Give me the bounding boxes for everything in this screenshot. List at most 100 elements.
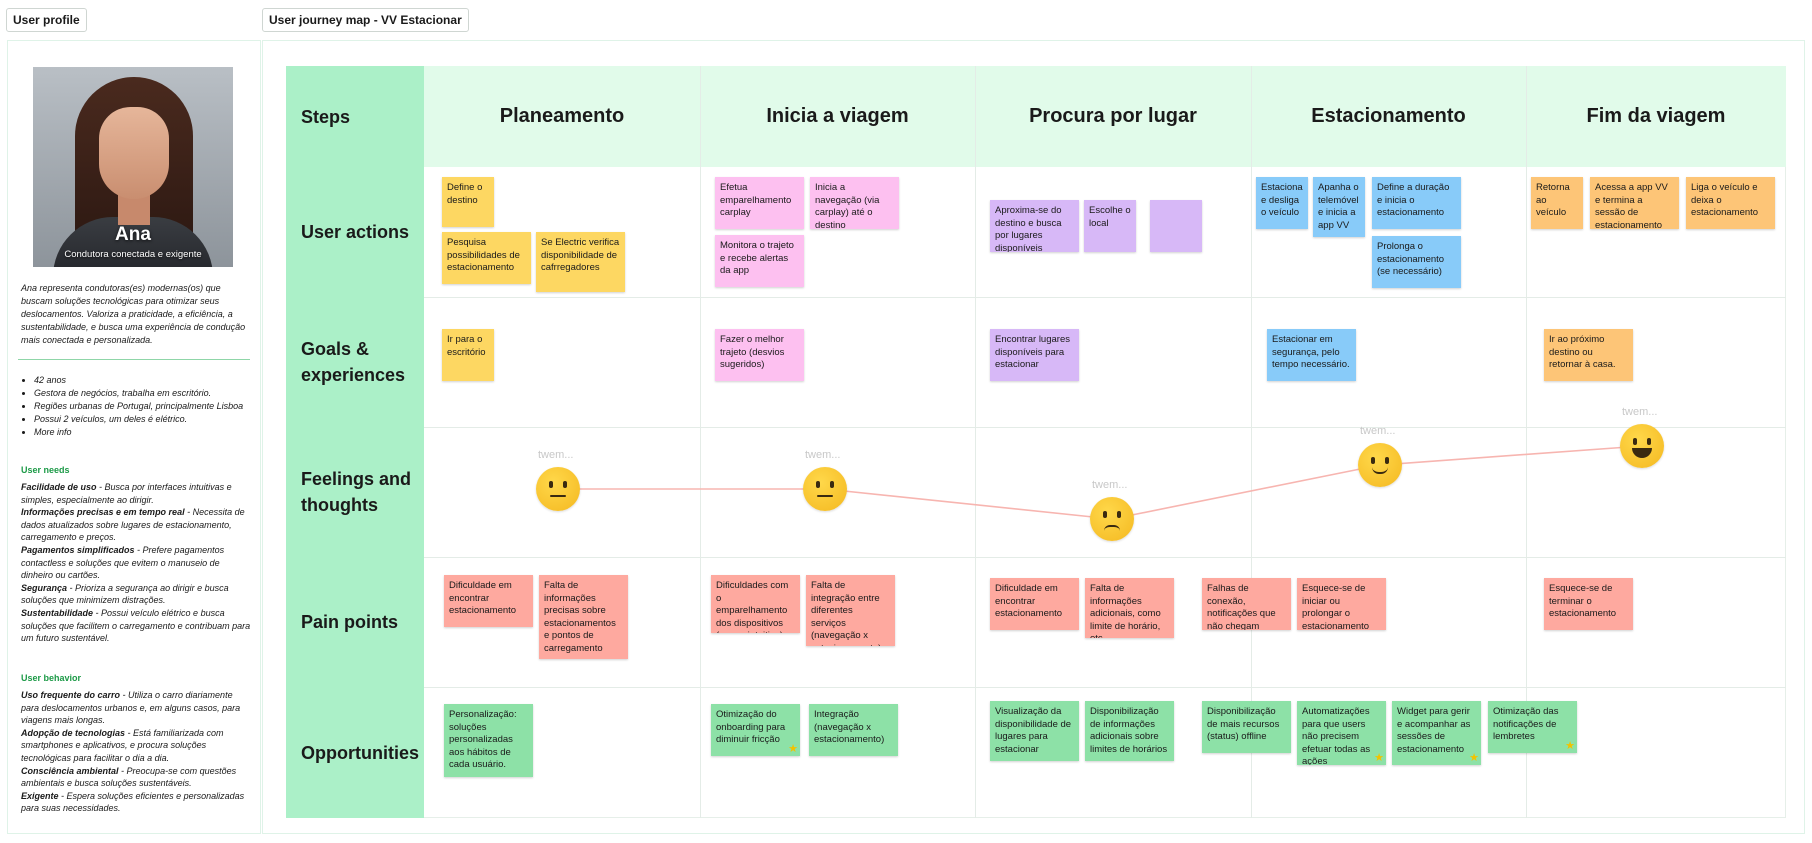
sticky-note[interactable]: Ir para o escritório (442, 329, 494, 381)
sticky-note[interactable]: Falta de informações adicionais, como li… (1085, 578, 1174, 638)
steps-header: Steps (286, 66, 424, 167)
sticky-note[interactable]: Estacionar em segurança, pelo tempo nece… (1267, 329, 1356, 381)
emoji-sad-icon[interactable] (1090, 497, 1134, 541)
grid-line (1251, 66, 1252, 818)
emoji-neutral-icon[interactable] (803, 467, 847, 511)
emoji-smile-icon[interactable] (1358, 443, 1402, 487)
sticky-note[interactable]: Falta de integração entre diferentes ser… (806, 575, 895, 646)
tab-user-profile[interactable]: User profile (6, 8, 87, 32)
grid-line (1526, 66, 1527, 818)
sticky-note[interactable]: Se Electric verifica disponibilidade de … (536, 232, 625, 292)
stage-planeamento: Planeamento (424, 66, 700, 167)
behavior-item: Exigente - Espera soluções eficientes e … (21, 790, 245, 814)
grid-line (975, 66, 976, 818)
user-needs-title: User needs (21, 465, 70, 475)
sticky-note[interactable]: Dificuldade em encontrar estacionamento (444, 575, 533, 627)
fact-item: Possui 2 veículos, um deles é elétrico. (34, 413, 254, 426)
sticky-note[interactable]: Automatizações para que users não precis… (1297, 701, 1386, 765)
star-icon: ★ (1469, 752, 1479, 764)
emoji-label: twem... (1622, 406, 1658, 418)
persona-description: Ana representa condutoras(es) modernas(o… (21, 283, 246, 345)
persona-facts: 42 anos Gestora de negócios, trabalha em… (34, 374, 254, 439)
star-icon: ★ (1565, 740, 1575, 752)
sticky-note[interactable]: Estaciona e desliga o veículo (1256, 177, 1308, 229)
star-icon: ★ (1374, 752, 1384, 764)
sticky-note[interactable]: Ir ao próximo destino ou retornar à casa… (1544, 329, 1633, 381)
emoji-neutral-icon[interactable] (536, 467, 580, 511)
sticky-note[interactable]: Visualização da disponibilidade de lugar… (990, 701, 1079, 761)
need-item: Pagamentos simplificados - Prefere pagam… (21, 544, 225, 581)
row-feelings-thoughts: Feelings and thoughts (286, 427, 424, 557)
opportunity-text: Widget para gerir e acompanhar as sessõe… (1397, 706, 1471, 755)
stage-inicia-viagem: Inicia a viagem (700, 66, 975, 167)
stage-fim-viagem: Fim da viagem (1526, 66, 1786, 167)
behavior-item: Consciência ambiental - Preocupa-se com … (21, 765, 237, 789)
emoji-label: twem... (538, 449, 574, 461)
fact-item: 42 anos (34, 374, 254, 387)
persona-name: Ana (115, 224, 151, 245)
emoji-big-smile-icon[interactable] (1620, 424, 1664, 468)
row-pain-points: Pain points (286, 557, 424, 687)
opportunity-text: Otimização das notificações de lembretes (1493, 706, 1559, 742)
sticky-note[interactable]: Falhas de conexão, notificações que não … (1202, 578, 1291, 630)
sticky-note[interactable]: Esquece-se de iniciar ou prolongar o est… (1297, 578, 1386, 630)
sticky-note[interactable] (1150, 200, 1202, 252)
grid-line (700, 66, 701, 818)
sticky-note[interactable]: Personalização: soluções personalizadas … (444, 704, 533, 777)
fact-item: Regiões urbanas de Portugal, principalme… (34, 400, 254, 413)
sticky-note[interactable]: Falta de informações precisas sobre esta… (539, 575, 628, 659)
sticky-note[interactable]: Otimização do onboarding para diminuir f… (711, 704, 800, 756)
sticky-note[interactable]: Dificuldades com o emparelhamento dos di… (711, 575, 800, 633)
sticky-note[interactable]: Apanha o telemóvel e inicia a app VV (1313, 177, 1365, 237)
grid-line (424, 557, 1786, 558)
stage-procura-lugar: Procura por lugar (975, 66, 1251, 167)
opportunity-text: Automatizações para que users não precis… (1302, 706, 1371, 765)
sticky-note[interactable]: Prolonga o estacionamento (se necessário… (1372, 236, 1461, 288)
user-needs-list: Facilidade de uso - Busca por interfaces… (21, 481, 253, 645)
star-icon: ★ (788, 743, 798, 755)
grid-line (424, 427, 1786, 428)
user-profile-panel: Ana Condutora conectada e exigente Ana r… (7, 40, 261, 834)
stage-estacionamento: Estacionamento (1251, 66, 1526, 167)
need-item: Segurança - Prioriza a segurança ao diri… (21, 582, 229, 606)
behavior-item: Adopção de tecnologias - Está familiariz… (21, 727, 224, 763)
divider (18, 359, 250, 360)
sticky-note[interactable]: Efetua emparelhamento carplay (715, 177, 804, 229)
emoji-label: twem... (1360, 425, 1396, 437)
sticky-note[interactable]: Disponibilização de informações adiciona… (1085, 701, 1174, 761)
sticky-note[interactable]: Acessa a app VV e termina a sessão de es… (1590, 177, 1679, 229)
sticky-note[interactable]: Fazer o melhor trajeto (desvios sugerido… (715, 329, 804, 381)
grid-line (424, 687, 1786, 688)
sticky-note[interactable]: Define a duração e inicia o estacionamen… (1372, 177, 1461, 229)
sticky-note[interactable]: Dificuldade em encontrar estacionamento (990, 578, 1079, 630)
sticky-note[interactable]: Monitora o trajeto e recebe alertas da a… (715, 235, 804, 287)
user-behavior-list: Uso frequente do carro - Utiliza o carro… (21, 689, 253, 815)
sticky-note[interactable]: Encontrar lugares disponíveis para estac… (990, 329, 1079, 381)
user-behavior-title: User behavior (21, 673, 82, 683)
sticky-note[interactable]: Aproxima-se do destino e busca por lugar… (990, 200, 1079, 252)
sticky-note[interactable]: Inicia a navegação (via carplay) até o d… (810, 177, 899, 229)
need-item: Facilidade de uso - Busca por interfaces… (21, 482, 232, 505)
sticky-note[interactable]: Retorna ao veículo (1531, 177, 1583, 229)
need-item: Informações precisas e em tempo real - N… (21, 507, 245, 543)
sticky-note[interactable]: Disponibilização de mais recursos (statu… (1202, 701, 1291, 753)
sticky-note[interactable]: Esquece-se de terminar o estacionamento (1544, 578, 1633, 630)
sticky-note[interactable]: Liga o veículo e deixa o estacionamento (1686, 177, 1775, 229)
behavior-item: Uso frequente do carro - Utiliza o carro… (21, 690, 241, 726)
persona-subtitle: Condutora conectada e exigente (64, 249, 202, 260)
avatar: Ana Condutora conectada e exigente (33, 67, 233, 267)
sticky-note[interactable]: Otimização das notificações de lembretes… (1488, 701, 1577, 753)
sticky-note[interactable]: Widget para gerir e acompanhar as sessõe… (1392, 701, 1481, 765)
sticky-note[interactable]: Integração (navegação x estacionamento) (809, 704, 898, 756)
row-opportunities: Opportunities (286, 687, 424, 818)
emoji-label: twem... (805, 449, 841, 461)
fact-item: Gestora de negócios, trabalha em escritó… (34, 387, 254, 400)
row-user-actions: User actions (286, 167, 424, 297)
sticky-note[interactable]: Pesquisa possibilidades de estacionament… (442, 232, 531, 284)
sticky-note[interactable]: Define o destino (442, 177, 494, 227)
emoji-label: twem... (1092, 479, 1128, 491)
more-info-link[interactable]: More info (34, 426, 254, 439)
grid-line (424, 297, 1786, 298)
tab-user-journey-map[interactable]: User journey map - VV Estacionar (262, 8, 469, 32)
sticky-note[interactable]: Escolhe o local (1084, 200, 1136, 252)
